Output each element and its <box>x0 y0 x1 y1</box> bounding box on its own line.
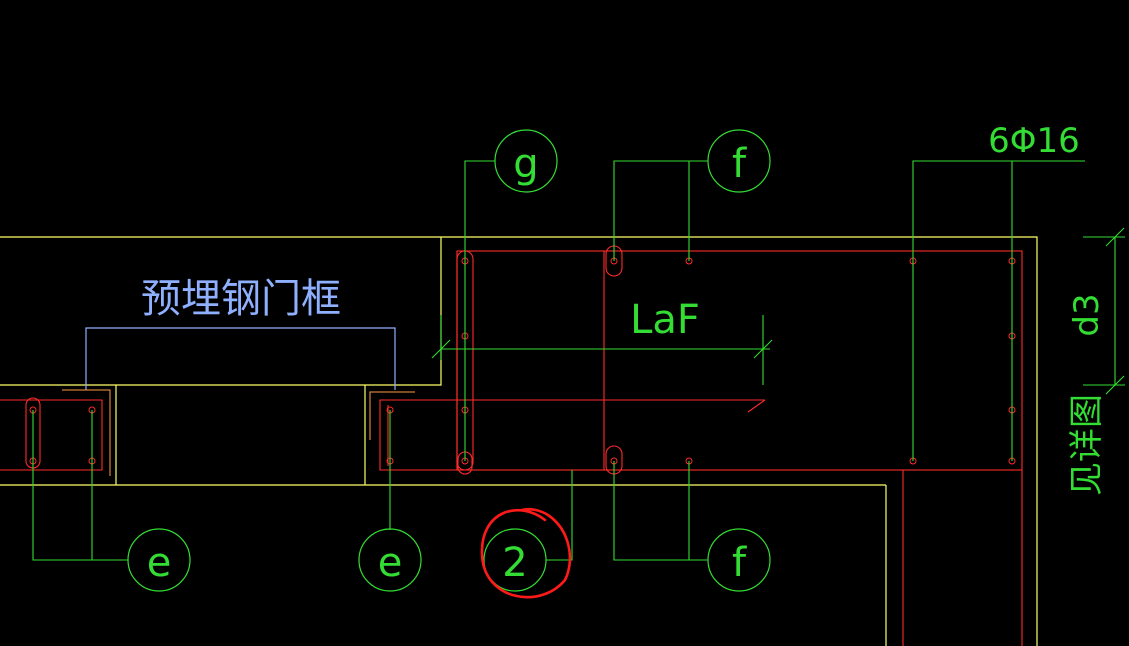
leader-lines <box>32 160 1125 561</box>
marker-f-bottom-text: f <box>732 540 747 586</box>
marker-g-top-text: g <box>513 141 538 187</box>
frame-brackets <box>62 389 415 476</box>
marker-e-mid-text: e <box>378 540 403 586</box>
marker-2-text: 2 <box>502 540 527 586</box>
highlight-circle-annotation <box>480 507 572 599</box>
marker-e-mid-circle <box>358 528 422 592</box>
marker-e-left-circle <box>127 528 191 592</box>
marker-e-left-text: e <box>147 540 172 586</box>
marker-2-circle <box>483 528 547 592</box>
callout-circles <box>127 129 771 592</box>
embedded-door-frame-title: 预埋钢门框 <box>141 276 341 322</box>
steel-door-frame <box>85 327 396 390</box>
marker-f-bottom-circle <box>707 528 771 592</box>
marker-g-top-circle <box>494 129 558 193</box>
concrete-outline <box>0 236 1038 646</box>
marker-f-top-circle <box>707 129 771 193</box>
detail-ref-label: 见详图 <box>1067 394 1107 496</box>
marker-f-top-text: f <box>732 141 747 187</box>
dimension-label: LaF <box>630 297 700 343</box>
detail-sub-label: d3 <box>1067 293 1107 336</box>
rebar-spec-label: 6Φ16 <box>988 121 1080 161</box>
rebar-cages <box>0 245 1023 646</box>
